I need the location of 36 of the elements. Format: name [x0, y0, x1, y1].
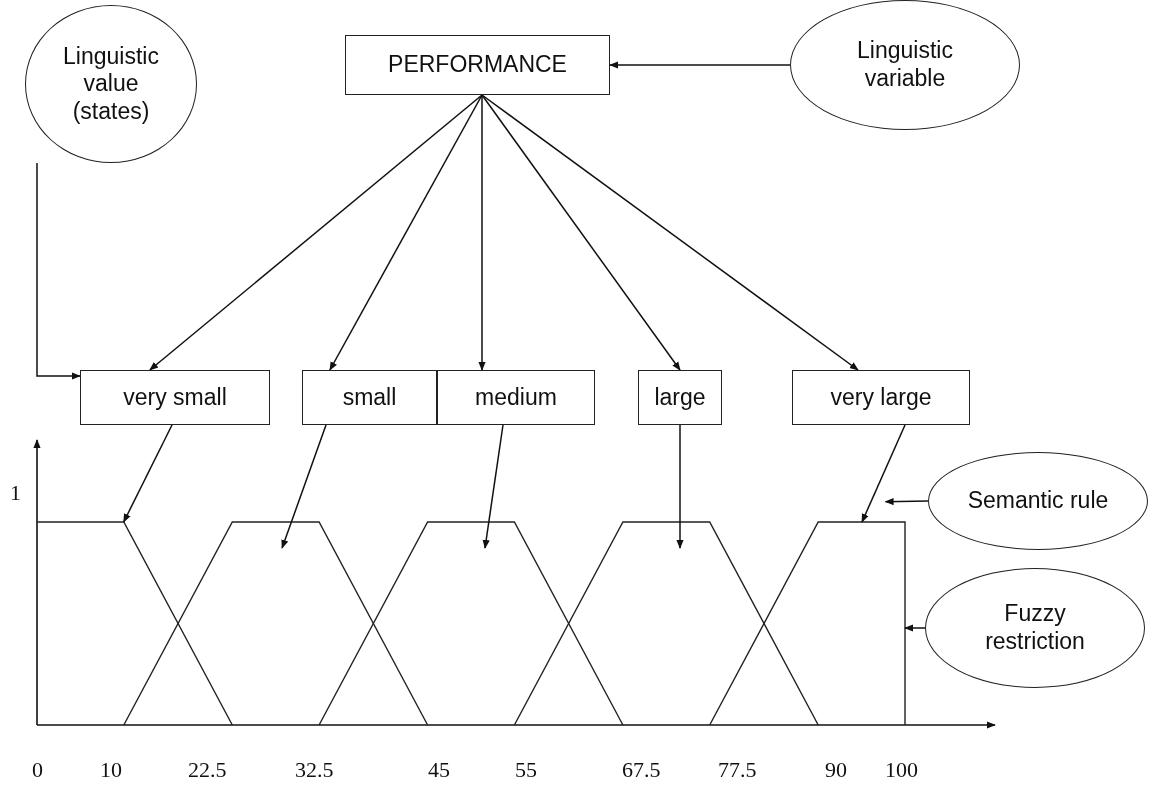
axis-tick-label: 67.5 [622, 757, 661, 783]
term-box: medium [437, 370, 595, 425]
axis-tick-label: 100 [885, 757, 918, 783]
axis-tick-label: 1 [10, 480, 21, 506]
arrow [482, 424, 504, 549]
axis-tick-label: 10 [100, 757, 122, 783]
arrow [481, 94, 681, 371]
arrow [36, 162, 81, 380]
membership-function-curve [709, 521, 906, 726]
term-box: very large [792, 370, 970, 425]
axis-tick-label: 90 [825, 757, 847, 783]
membership-function-curve [513, 521, 819, 726]
membership-function-curve [318, 521, 624, 726]
arrow [904, 624, 926, 632]
axis-tick-label: 0 [32, 757, 43, 783]
arrow [281, 424, 327, 549]
arrow [861, 424, 906, 523]
arrow [122, 424, 173, 523]
axis-tick-label: 22.5 [188, 757, 227, 783]
axis-tick-label: 32.5 [295, 757, 334, 783]
axis-tick-label: 45 [428, 757, 450, 783]
arrow [609, 61, 791, 69]
arrow [884, 497, 929, 506]
term-box: small [302, 370, 437, 425]
arrow [676, 424, 684, 549]
term-box: very small [80, 370, 270, 425]
arrow [149, 94, 483, 371]
arrow [481, 94, 859, 371]
axis-tick-label: 55 [515, 757, 537, 783]
arrow [329, 94, 483, 371]
arrow [478, 94, 486, 371]
axis-tick-label: 77.5 [718, 757, 757, 783]
term-box: large [638, 370, 722, 425]
membership-function-curve [123, 521, 429, 726]
membership-function-curve [36, 521, 233, 726]
term-box: PERFORMANCE [345, 35, 610, 95]
